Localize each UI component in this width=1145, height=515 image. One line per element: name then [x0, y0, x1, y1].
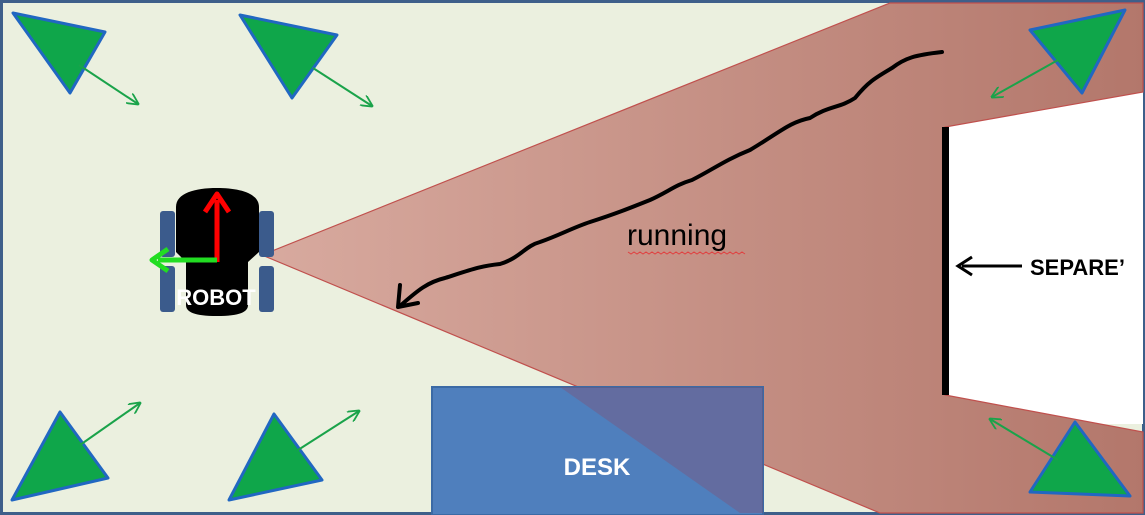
robot-wheel-bottom-right: [259, 266, 274, 312]
running-path: [398, 50, 944, 308]
robot-icon: ROBOT: [149, 188, 274, 316]
robot-label: ROBOT: [176, 285, 256, 310]
triangle-sensor-icon: [11, 11, 107, 95]
arrow-icon: [312, 67, 372, 106]
robot-x-axis-arrowhead: [202, 191, 232, 214]
robot-wheel-bottom-left: [160, 266, 175, 312]
desk-cone-overlap: [560, 387, 763, 513]
spellcheck-underline: [627, 251, 746, 255]
desk-label: DESK: [564, 454, 631, 481]
running-path-arrowhead: [396, 283, 420, 309]
robot-y-axis-arrowhead: [149, 246, 170, 274]
desk: [431, 386, 764, 515]
arrow-icon: [78, 64, 138, 104]
back-room-area: [945, 92, 1143, 424]
separator-label: SEPARE’: [1030, 255, 1125, 280]
sensor-bottom-left: [10, 403, 140, 502]
robot-wheel-top-left: [160, 211, 175, 257]
sensor-top-right: [992, 8, 1127, 97]
arrow-icon: [992, 59, 1059, 97]
triangle-sensor-icon: [10, 410, 110, 502]
sensor-top-left: [11, 11, 138, 104]
separator-pointer-arrowhead: [955, 255, 973, 277]
sensor-top-middle: [238, 13, 372, 106]
triangle-sensor-icon: [238, 13, 339, 100]
sensor-bottom-middle: [227, 411, 359, 502]
robot-wheel-top-right: [259, 211, 274, 257]
sensor-bottom-right: [990, 419, 1132, 498]
arrow-icon: [297, 411, 359, 451]
arrow-icon: [990, 419, 1059, 461]
triangle-sensor-icon: [227, 412, 324, 502]
separator-wall: [942, 127, 949, 395]
running-label: running: [627, 219, 727, 252]
arrow-icon: [79, 403, 140, 446]
